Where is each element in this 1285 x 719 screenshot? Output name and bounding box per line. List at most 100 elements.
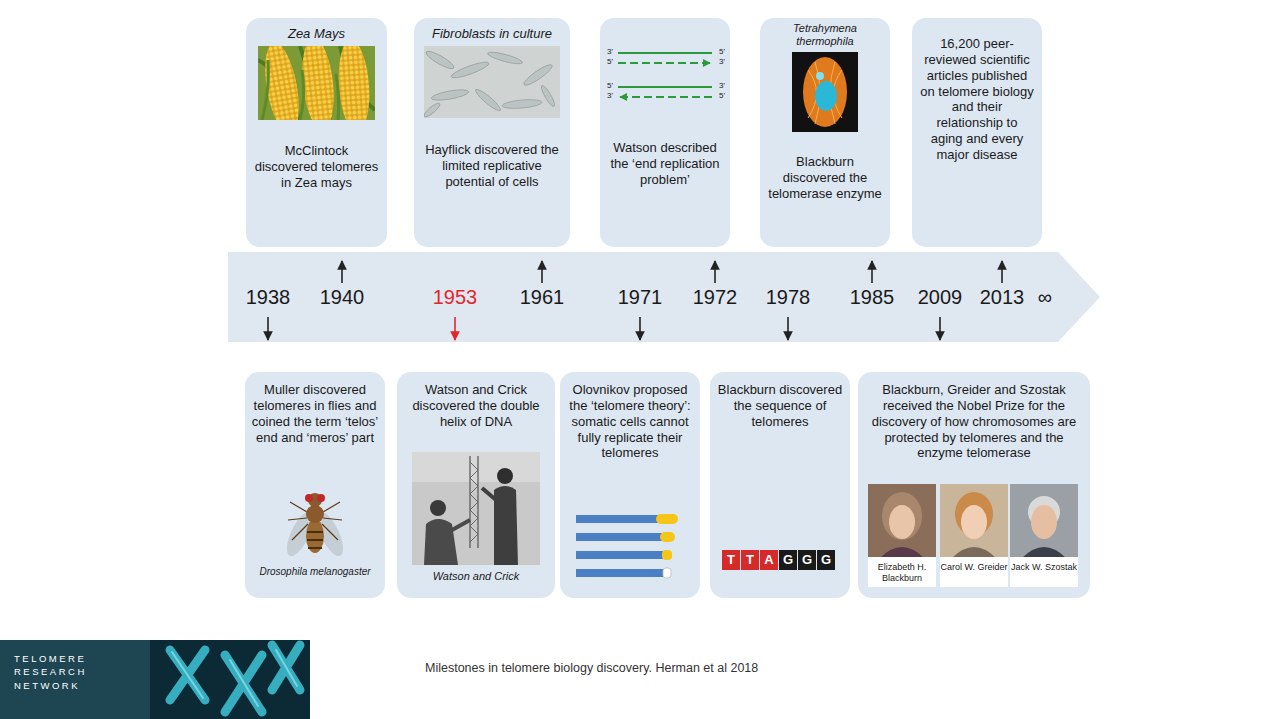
fibroblast-photo <box>431 88 470 102</box>
sequence-base: G <box>779 550 797 570</box>
fibroblast-photo <box>502 98 543 109</box>
logo-panel <box>0 640 150 719</box>
strand-end-label: 3' <box>604 48 616 57</box>
chromosome-image <box>150 640 310 719</box>
strand-end-label: 5' <box>716 48 728 57</box>
year-label: 1953 <box>425 284 485 310</box>
organism-name: Drosophila melanogaster <box>251 566 379 578</box>
watson-crick-photo <box>430 500 446 516</box>
milestone-text: Blackburn discovered the sequence of tel… <box>716 382 844 430</box>
laureate-photos <box>1031 505 1057 539</box>
watson-crick-photo <box>452 520 470 530</box>
organism-name: Zea Mays <box>252 26 381 42</box>
milestone-text: Olovnikov proposed the ‘telomere theory’… <box>566 382 694 461</box>
organism-name: Tetrahymena thermophila <box>766 22 884 49</box>
watson-crick-photo <box>482 488 496 500</box>
watson-crick-photo <box>424 519 458 565</box>
milestone-text: Blackburn discovered the telomerase enzy… <box>767 154 883 202</box>
corn-photo <box>262 60 339 120</box>
fibroblast-photo <box>487 50 524 66</box>
strand-end-label: 3' <box>716 82 728 91</box>
year-label: 1961 <box>512 284 572 310</box>
fibroblast-photo <box>539 84 556 108</box>
fibroblast-photo <box>424 101 442 118</box>
image-title: Fibroblasts in culture <box>420 26 564 42</box>
fibroblast-photo <box>424 49 456 72</box>
tetrahymena-image <box>816 72 824 80</box>
telomere-bars <box>656 514 678 524</box>
strand-end-label: 5' <box>604 82 616 91</box>
tetrahymena-image <box>792 52 858 132</box>
sequence-base: G <box>817 550 835 570</box>
watson-crick-photo <box>470 462 478 542</box>
year-label: 1978 <box>758 284 818 310</box>
tetrahymena-image <box>815 81 837 111</box>
laureate-photos <box>889 505 915 539</box>
fibroblast-photo <box>522 62 554 88</box>
year-label: 1940 <box>312 284 372 310</box>
year-label: ∞ <box>1015 284 1075 310</box>
telomere-bars <box>663 568 671 578</box>
laureate-photos <box>1010 484 1078 558</box>
laureate-photos <box>1022 547 1066 558</box>
down-arrow <box>639 317 641 340</box>
laureate-photos <box>882 492 922 540</box>
laureate-photos <box>940 557 1008 587</box>
tetrahymena-image <box>792 52 858 132</box>
laureate-name: Jack W. Szostak <box>1010 562 1078 572</box>
dna-strands <box>618 52 712 54</box>
sequence-base: G <box>798 550 816 570</box>
down-arrow <box>939 317 941 340</box>
dna-strands <box>618 86 712 88</box>
laureate-photos <box>880 547 924 558</box>
laureate-name: Carol W. Greider <box>940 562 1008 572</box>
chromosome-image <box>170 645 300 712</box>
laureate-photos <box>940 484 1008 558</box>
year-label: 1938 <box>238 284 298 310</box>
fly-image <box>307 532 323 548</box>
sequence-base: T <box>722 550 740 570</box>
milestone-text: 16,200 peer-reviewed scientific articles… <box>919 36 1035 163</box>
milestone-box: 16,200 peer-reviewed scientific articles… <box>912 18 1042 247</box>
tetrahymena-image <box>808 62 842 124</box>
photo-caption: Watson and Crick <box>405 570 547 583</box>
fibroblast-photo <box>424 49 557 118</box>
year-label: 1985 <box>842 284 902 310</box>
up-arrow <box>871 261 873 283</box>
telomere-bars <box>576 551 664 559</box>
milestone-text: Hayflick discovered the limited replicat… <box>422 142 562 190</box>
chromosome-image <box>172 650 297 706</box>
laureate-photos <box>868 484 1078 587</box>
laureate-photos <box>868 557 936 587</box>
fly-image <box>305 494 313 502</box>
chromosome-image <box>150 640 310 719</box>
up-arrow <box>1001 261 1003 283</box>
telomere-bars <box>660 532 675 542</box>
strand-end-label: 5' <box>604 58 616 67</box>
milestone-box: Muller discovered telomeres in flies and… <box>245 372 385 598</box>
laureate-photos <box>952 547 996 558</box>
watson-crick-photo <box>412 452 540 565</box>
telomere-bars <box>576 533 664 541</box>
milestone-text: Watson and Crick discovered the double h… <box>405 382 547 430</box>
laureate-name: Elizabeth H. Blackburn <box>868 562 936 583</box>
strand-end-label: 3' <box>604 92 616 101</box>
up-arrow <box>541 261 543 283</box>
timeline-band <box>228 252 1100 342</box>
up-arrow <box>714 261 716 283</box>
strand-end-label: 3' <box>716 58 728 67</box>
milestone-text: Muller discovered telomeres in flies and… <box>251 382 379 445</box>
up-arrow <box>341 261 343 283</box>
telomere-bars <box>576 569 664 577</box>
logo-text: TELOMERE RESEARCH NETWORK <box>14 652 134 692</box>
sequence-base: T <box>741 550 759 570</box>
year-label: 1972 <box>685 284 745 310</box>
fly-image <box>306 519 324 553</box>
sequence-base: A <box>760 550 778 570</box>
chromosome-image <box>172 650 297 706</box>
fibroblast-photo <box>424 46 560 118</box>
milestone-box: Olovnikov proposed the ‘telomere theory’… <box>560 372 700 598</box>
corn-photo <box>336 46 372 120</box>
